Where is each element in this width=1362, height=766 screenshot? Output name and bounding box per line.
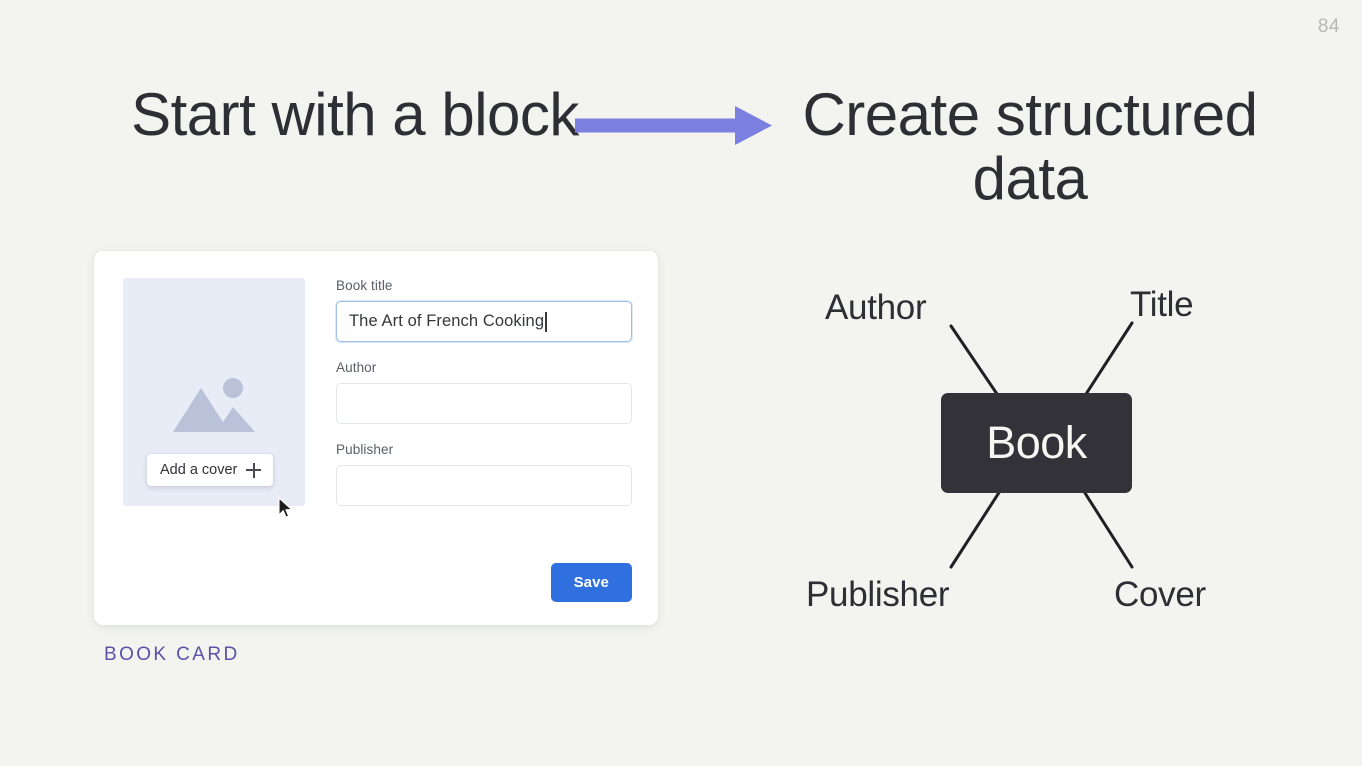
- image-placeholder-icon: [171, 374, 257, 441]
- text-caret: [545, 311, 547, 332]
- arrow-right-icon: [575, 103, 775, 148]
- card-actions: Save: [336, 563, 632, 602]
- node-label-title: Title: [1130, 285, 1194, 324]
- add-a-cover-label: Add a cover: [160, 462, 238, 478]
- structured-data-diagram: Book Author Title Publisher Cover: [780, 260, 1280, 640]
- save-button[interactable]: Save: [550, 563, 632, 602]
- publisher-input[interactable]: [336, 465, 632, 506]
- field-label-book-title: Book title: [336, 278, 393, 293]
- node-book: Book: [941, 393, 1132, 493]
- heading-right: Create structured data: [802, 81, 1258, 213]
- book-card: Add a cover Book title The Art of French…: [94, 251, 658, 625]
- book-title-value: The Art of French Cooking: [349, 312, 545, 330]
- mouse-pointer-icon: [278, 497, 294, 519]
- page-number: 84: [1317, 16, 1340, 37]
- field-author: Author: [336, 360, 632, 424]
- heading-left: Start with a block: [131, 81, 579, 148]
- field-label-publisher: Publisher: [336, 442, 394, 457]
- field-book-title: Book title The Art of French Cooking: [336, 278, 632, 342]
- field-publisher: Publisher: [336, 442, 632, 506]
- book-form: Book title The Art of French Cooking Aut…: [336, 278, 632, 506]
- book-title-input[interactable]: The Art of French Cooking: [336, 301, 632, 342]
- cover-upload-area[interactable]: Add a cover: [123, 278, 305, 518]
- node-label-cover: Cover: [1114, 575, 1206, 614]
- node-label-publisher: Publisher: [806, 575, 950, 614]
- add-a-cover-button[interactable]: Add a cover: [147, 454, 274, 486]
- book-card-caption: BOOK CARD: [104, 644, 240, 665]
- plus-icon: [246, 462, 262, 478]
- field-label-author: Author: [336, 360, 377, 375]
- author-input[interactable]: [336, 383, 632, 424]
- node-label-author: Author: [825, 288, 927, 327]
